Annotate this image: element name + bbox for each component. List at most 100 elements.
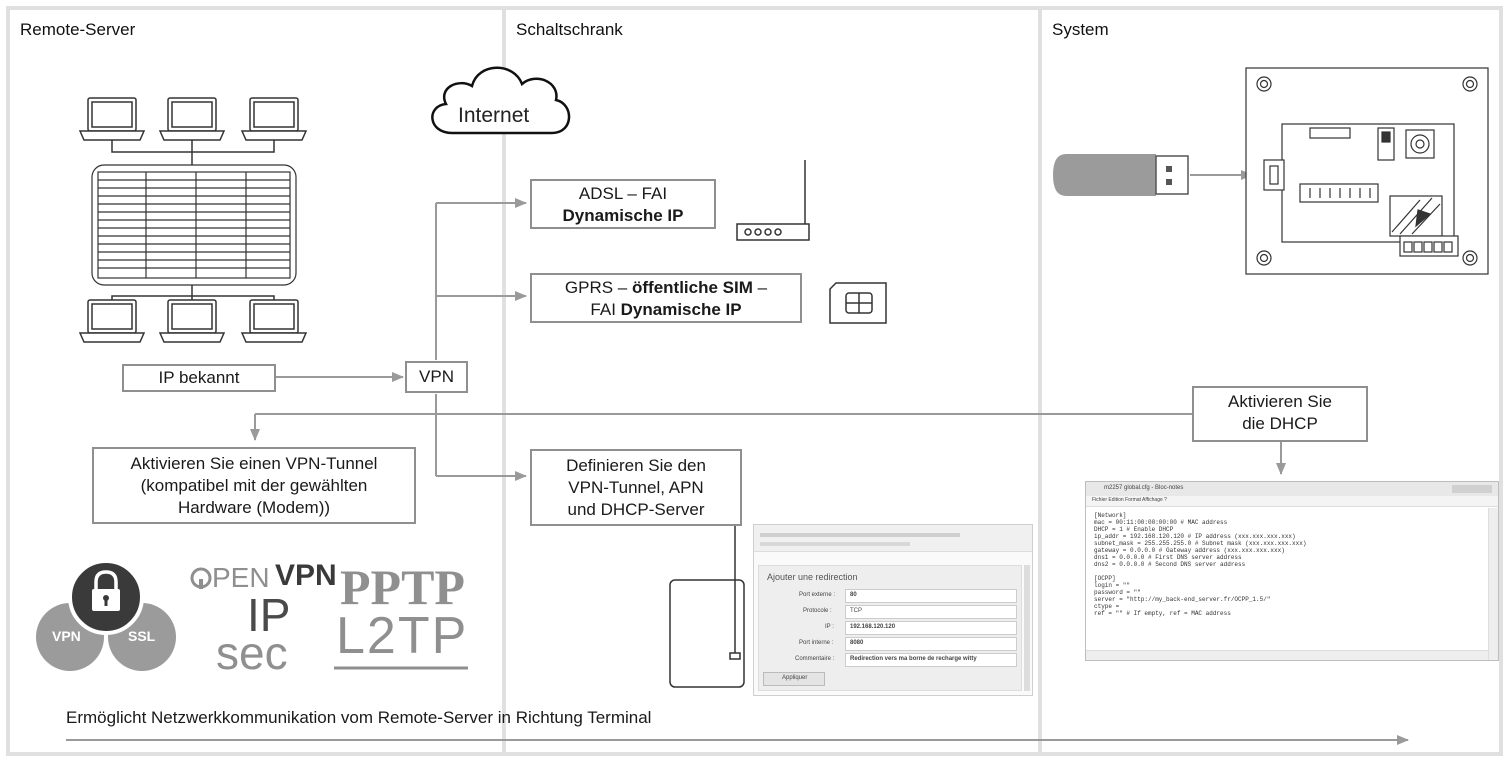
notepad-menu[interactable]: Fichier Edition Format Affichage ? xyxy=(1092,497,1167,503)
router-ui-subtabs xyxy=(760,542,910,546)
notepad-line: ip_addr = 192.168.120.120 # IP address (… xyxy=(1094,533,1296,540)
notepad-title: m2257 global.cfg - Bloc-notes xyxy=(1104,485,1184,491)
adsl-box: ADSL – FAI Dynamische IP xyxy=(530,179,716,229)
ipsec-logo-ip: IP xyxy=(247,589,291,641)
gprs-line-2: FAI Dynamische IP xyxy=(532,299,800,321)
field-input: 8080 xyxy=(845,637,1017,651)
field-label: Commentaire : xyxy=(795,656,835,662)
vpn-ssl-lock-logo xyxy=(36,559,176,671)
field-input: 192.168.120.120 xyxy=(845,621,1017,635)
field-input: 80 xyxy=(845,589,1017,603)
modem-icon xyxy=(669,515,745,688)
laptop-icon xyxy=(240,97,308,141)
define-vpn-box: Definieren Sie den VPN-Tunnel, APN und D… xyxy=(530,449,742,526)
notepad-line: subnet_mask = 255.255.255.0 # Subnet mas… xyxy=(1094,540,1307,547)
notepad-content[interactable]: [Network]mac = 00:11:00:00:00:00 # MAC a… xyxy=(1086,508,1488,650)
laptop-icon xyxy=(158,97,226,141)
ip-known-label: IP bekannt xyxy=(158,368,240,387)
router-ui-menubar xyxy=(754,525,1032,552)
define-line-2: VPN-Tunnel, APN xyxy=(568,478,704,497)
activate-dhcp-box: Aktivieren Sie die DHCP xyxy=(1192,386,1368,442)
notepad-line: dns2 = 0.0.0.0 # Second DNS server addre… xyxy=(1094,561,1246,568)
vpn-label: VPN xyxy=(419,367,454,386)
notepad-titlebar: m2257 global.cfg - Bloc-notes xyxy=(1086,482,1498,497)
notepad-line: dns1 = 0.0.0.0 # First DNS server addres… xyxy=(1094,554,1242,561)
field-label: IP : xyxy=(825,624,834,630)
router-admin-screenshot: Ajouter une redirection Port externe : 8… xyxy=(753,524,1033,696)
gprs-text-c: – xyxy=(752,278,768,297)
notepad-line: [Network] xyxy=(1094,512,1127,519)
notepad-line: login = "" xyxy=(1094,582,1131,589)
cloud-icon xyxy=(431,66,571,135)
field-label: Protocole : xyxy=(803,608,832,614)
adsl-line-2: Dynamische IP xyxy=(562,206,684,225)
activate-vpn-box: Aktivieren Sie einen VPN-Tunnel (kompati… xyxy=(92,447,416,524)
adsl-line-1: ADSL – FAI xyxy=(578,184,668,203)
adsl-router-icon xyxy=(736,160,810,241)
notepad-line: mac = 00:11:00:00:00:00 # MAC address xyxy=(1094,519,1228,526)
openvpn-logo-pen: PEN xyxy=(212,562,270,593)
notepad-line: server = "http://my_back-end_server.fr/O… xyxy=(1094,596,1271,603)
window-controls-icon[interactable] xyxy=(1452,485,1492,493)
laptop-icon xyxy=(240,299,308,343)
laptop-icon xyxy=(78,97,146,141)
sim-card-icon xyxy=(829,282,887,324)
field-value: 8080 xyxy=(850,640,864,646)
notepad-line: password = "" xyxy=(1094,589,1141,596)
activate-vpn-line-1: Aktivieren Sie einen VPN-Tunnel xyxy=(130,454,378,473)
ipsec-logo-sec: sec xyxy=(216,627,288,679)
notepad-scrollbar[interactable] xyxy=(1488,508,1498,660)
vpn-box: VPN xyxy=(405,361,468,393)
gprs-text-e: Dynamische IP xyxy=(620,300,742,319)
laptop-icon xyxy=(158,299,226,343)
router-ui-form: Ajouter une redirection Port externe : 8… xyxy=(758,565,1022,691)
field-value: 192.168.120.120 xyxy=(850,624,896,630)
notepad-line: ctype = xyxy=(1094,603,1120,610)
router-ui-scrollbar[interactable] xyxy=(1024,565,1030,691)
notepad-menubar: Fichier Edition Format Affichage ? xyxy=(1086,496,1498,507)
activate-vpn-line-3: Hardware (Modem)) xyxy=(177,498,331,517)
define-line-1: Definieren Sie den xyxy=(566,456,706,475)
ssl-logo-label: SSL xyxy=(128,628,156,644)
usb-stick-icon xyxy=(1053,154,1189,196)
field-select: TCP xyxy=(845,605,1017,619)
dhcp-line-1: Aktivieren Sie xyxy=(1228,392,1332,411)
vpn-logo-label: VPN xyxy=(52,628,81,644)
field-label: Port interne : xyxy=(799,640,834,646)
bottom-caption: Ermöglicht Netzwerkkommunikation vom Rem… xyxy=(66,708,652,727)
controller-board-icon xyxy=(1245,67,1489,275)
apply-button[interactable]: Appliquer xyxy=(763,672,825,686)
router-ui-tabs xyxy=(760,533,960,537)
openvpn-logo-vpn: VPN xyxy=(275,559,337,592)
gprs-box: GPRS – öffentliche SIM – FAI Dynamische … xyxy=(530,273,802,323)
pptp-logo: PPTP xyxy=(340,559,465,615)
column-title-system: System xyxy=(1052,20,1109,39)
field-value: Redirection vers ma borne de recharge wi… xyxy=(850,656,977,662)
l2tp-logo: L2TP xyxy=(336,607,469,665)
gprs-line-1: GPRS – öffentliche SIM – xyxy=(532,277,800,299)
apply-button-label: Appliquer xyxy=(782,675,808,681)
column-title-cabinet: Schaltschrank xyxy=(516,20,623,39)
activate-vpn-line-2: (kompatibel mit der gewählten xyxy=(140,476,368,495)
column-title-remote-server: Remote-Server xyxy=(20,20,136,39)
field-value: TCP xyxy=(850,608,862,614)
laptop-icon xyxy=(78,299,146,343)
field-label: Port externe : xyxy=(799,592,836,598)
ip-known-box: IP bekannt xyxy=(122,364,276,392)
panel-system xyxy=(1038,6,1503,756)
notepad-hscrollbar[interactable] xyxy=(1086,650,1488,660)
gprs-text-b: öffentliche SIM xyxy=(632,278,753,297)
define-line-3: und DHCP-Server xyxy=(567,500,705,519)
gprs-text-a: GPRS – xyxy=(564,278,632,297)
internet-label: Internet xyxy=(458,104,530,127)
notepad-line: [OCPP] xyxy=(1094,575,1116,582)
server-rack-icon xyxy=(91,164,297,286)
notepad-screenshot: m2257 global.cfg - Bloc-notes Fichier Ed… xyxy=(1085,481,1499,661)
notepad-line: ref = "" # If empty, ref = MAC address xyxy=(1094,610,1231,617)
router-ui-title: Ajouter une redirection xyxy=(767,572,858,582)
notepad-line: DHCP = 1 # Enable DHCP xyxy=(1094,526,1174,533)
field-input: Redirection vers ma borne de recharge wi… xyxy=(845,653,1017,667)
gprs-text-d: FAI xyxy=(590,300,621,319)
dhcp-line-2: die DHCP xyxy=(1242,414,1318,433)
